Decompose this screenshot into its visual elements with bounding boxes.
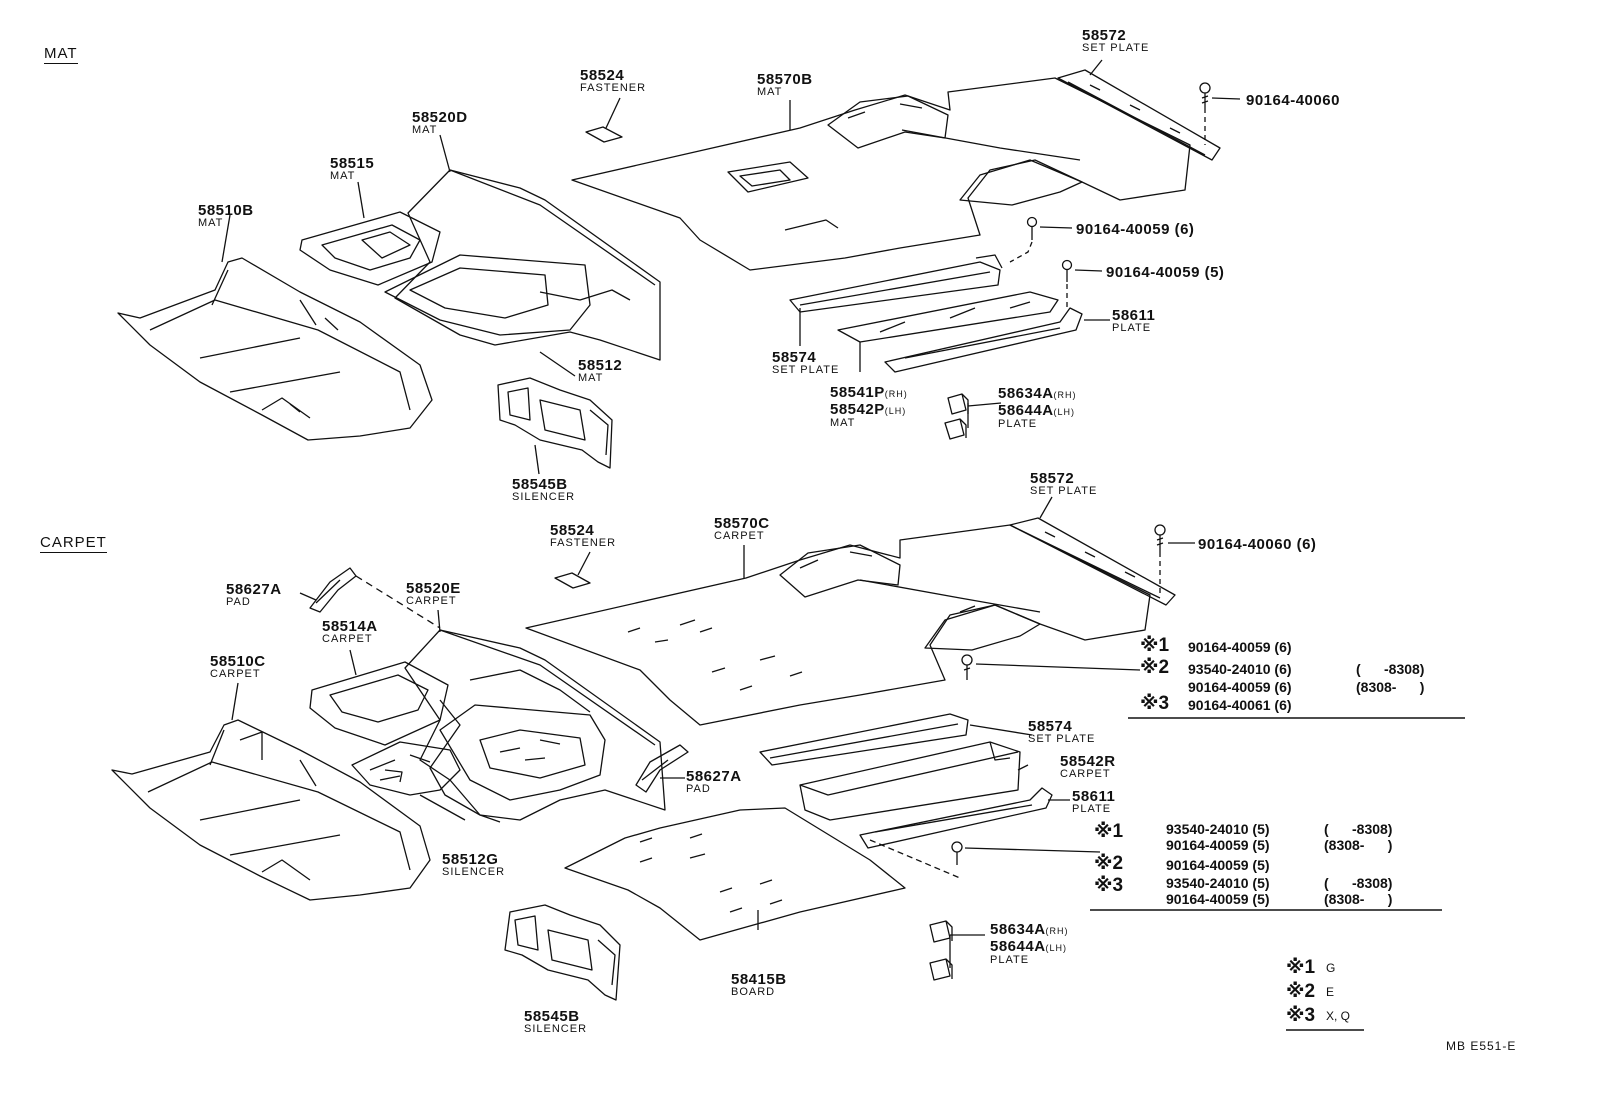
screw-table-sill: ※1 93540-24010 (5) ( -8308) 90164-40059 … bbox=[1094, 821, 1393, 907]
label-90164-40060-mat: 90164-40060 bbox=[1246, 92, 1340, 109]
screw-90164-40059-5-mat bbox=[1061, 259, 1103, 310]
label-58541p-58542p: 58541P(RH) 58542P(LH) MAT bbox=[830, 384, 908, 429]
label-58634a-58644a-carpet: 58634A(RH) 58644A(LH) PLATE bbox=[990, 921, 1069, 966]
carpet-58520e bbox=[404, 629, 666, 823]
plate-58644a-carpet bbox=[929, 958, 953, 981]
table2-row: ※1 93540-24010 (5) ( -8308) bbox=[1094, 821, 1393, 842]
model-legend: ※1 G ※2 E ※3 X, Q bbox=[1286, 958, 1376, 1030]
label-58634a-58644a-mat: 58634A(RH) 58644A(LH) PLATE bbox=[998, 385, 1077, 430]
set-plate-58572-carpet bbox=[1009, 517, 1176, 606]
screw-table-floor: ※1 90164-40059 (6) ※2 93540-24010 (6) ( … bbox=[1140, 635, 1425, 714]
screw-90164-40059-6-mat bbox=[1009, 216, 1073, 263]
board-58415b bbox=[564, 807, 906, 941]
section-carpet-title: CARPET bbox=[40, 534, 107, 553]
screw-floor-carpet bbox=[961, 654, 1141, 680]
screw-90164-40060-carpet bbox=[1154, 524, 1195, 594]
carpet-58542r bbox=[799, 741, 1021, 821]
mat-58515 bbox=[299, 211, 441, 286]
fastener-58524-carpet bbox=[554, 572, 591, 589]
silencer-58545b-mat bbox=[497, 377, 613, 469]
set-plate-58574-mat bbox=[789, 254, 1003, 313]
label-90164-40059-6-mat: 90164-40059 (6) bbox=[1076, 221, 1195, 238]
plate-58611-mat bbox=[884, 307, 1083, 373]
table1-row: ※1 90164-40059 (6) bbox=[1140, 635, 1292, 656]
pad-58627a-upper bbox=[309, 567, 441, 629]
table1-row: ※2 93540-24010 (6) ( -8308) bbox=[1140, 657, 1425, 678]
table1-row: ※3 90164-40061 (6) bbox=[1140, 693, 1292, 714]
silencer-58512g bbox=[351, 741, 461, 796]
label-90164-40060-6-carpet: 90164-40060 (6) bbox=[1198, 536, 1317, 553]
carpet-58514a bbox=[309, 661, 449, 746]
pad-58627a-lower bbox=[635, 744, 689, 793]
plate-58634a-carpet bbox=[929, 920, 953, 943]
fastener-58524-mat bbox=[585, 126, 623, 143]
table2-row: ※3 93540-24010 (5) ( -8308) bbox=[1094, 875, 1393, 896]
side-mat-58541p bbox=[837, 291, 1059, 343]
screw-90164-40060-mat bbox=[1199, 82, 1241, 145]
table2-row: ※2 90164-40059 (5) bbox=[1094, 853, 1270, 874]
section-mat-title: MAT bbox=[44, 45, 78, 64]
figure-code: MB E551-E bbox=[1446, 1039, 1517, 1053]
label-90164-40059-5-mat: 90164-40059 (5) bbox=[1106, 264, 1225, 281]
screw-sill-carpet bbox=[951, 841, 1101, 865]
front-mat-58510b bbox=[117, 257, 433, 441]
rear-mat-58570b bbox=[571, 77, 1191, 271]
silencer-58545b-carpet bbox=[504, 904, 621, 1001]
legend-row: ※1 G bbox=[1286, 957, 1336, 978]
mat-58520d bbox=[384, 169, 661, 361]
rear-carpet-58570c bbox=[525, 524, 1151, 726]
set-plate-58572-mat bbox=[1057, 69, 1221, 161]
set-plate-58574-carpet bbox=[759, 713, 969, 766]
plate-58644a-mat bbox=[944, 418, 967, 440]
legend-row: ※2 E bbox=[1286, 981, 1335, 1002]
front-carpet-58510c bbox=[111, 719, 431, 901]
plate-58611-carpet bbox=[859, 787, 1053, 879]
legend-row: ※3 X, Q bbox=[1286, 1005, 1351, 1026]
plate-58634a-mat bbox=[947, 393, 969, 415]
